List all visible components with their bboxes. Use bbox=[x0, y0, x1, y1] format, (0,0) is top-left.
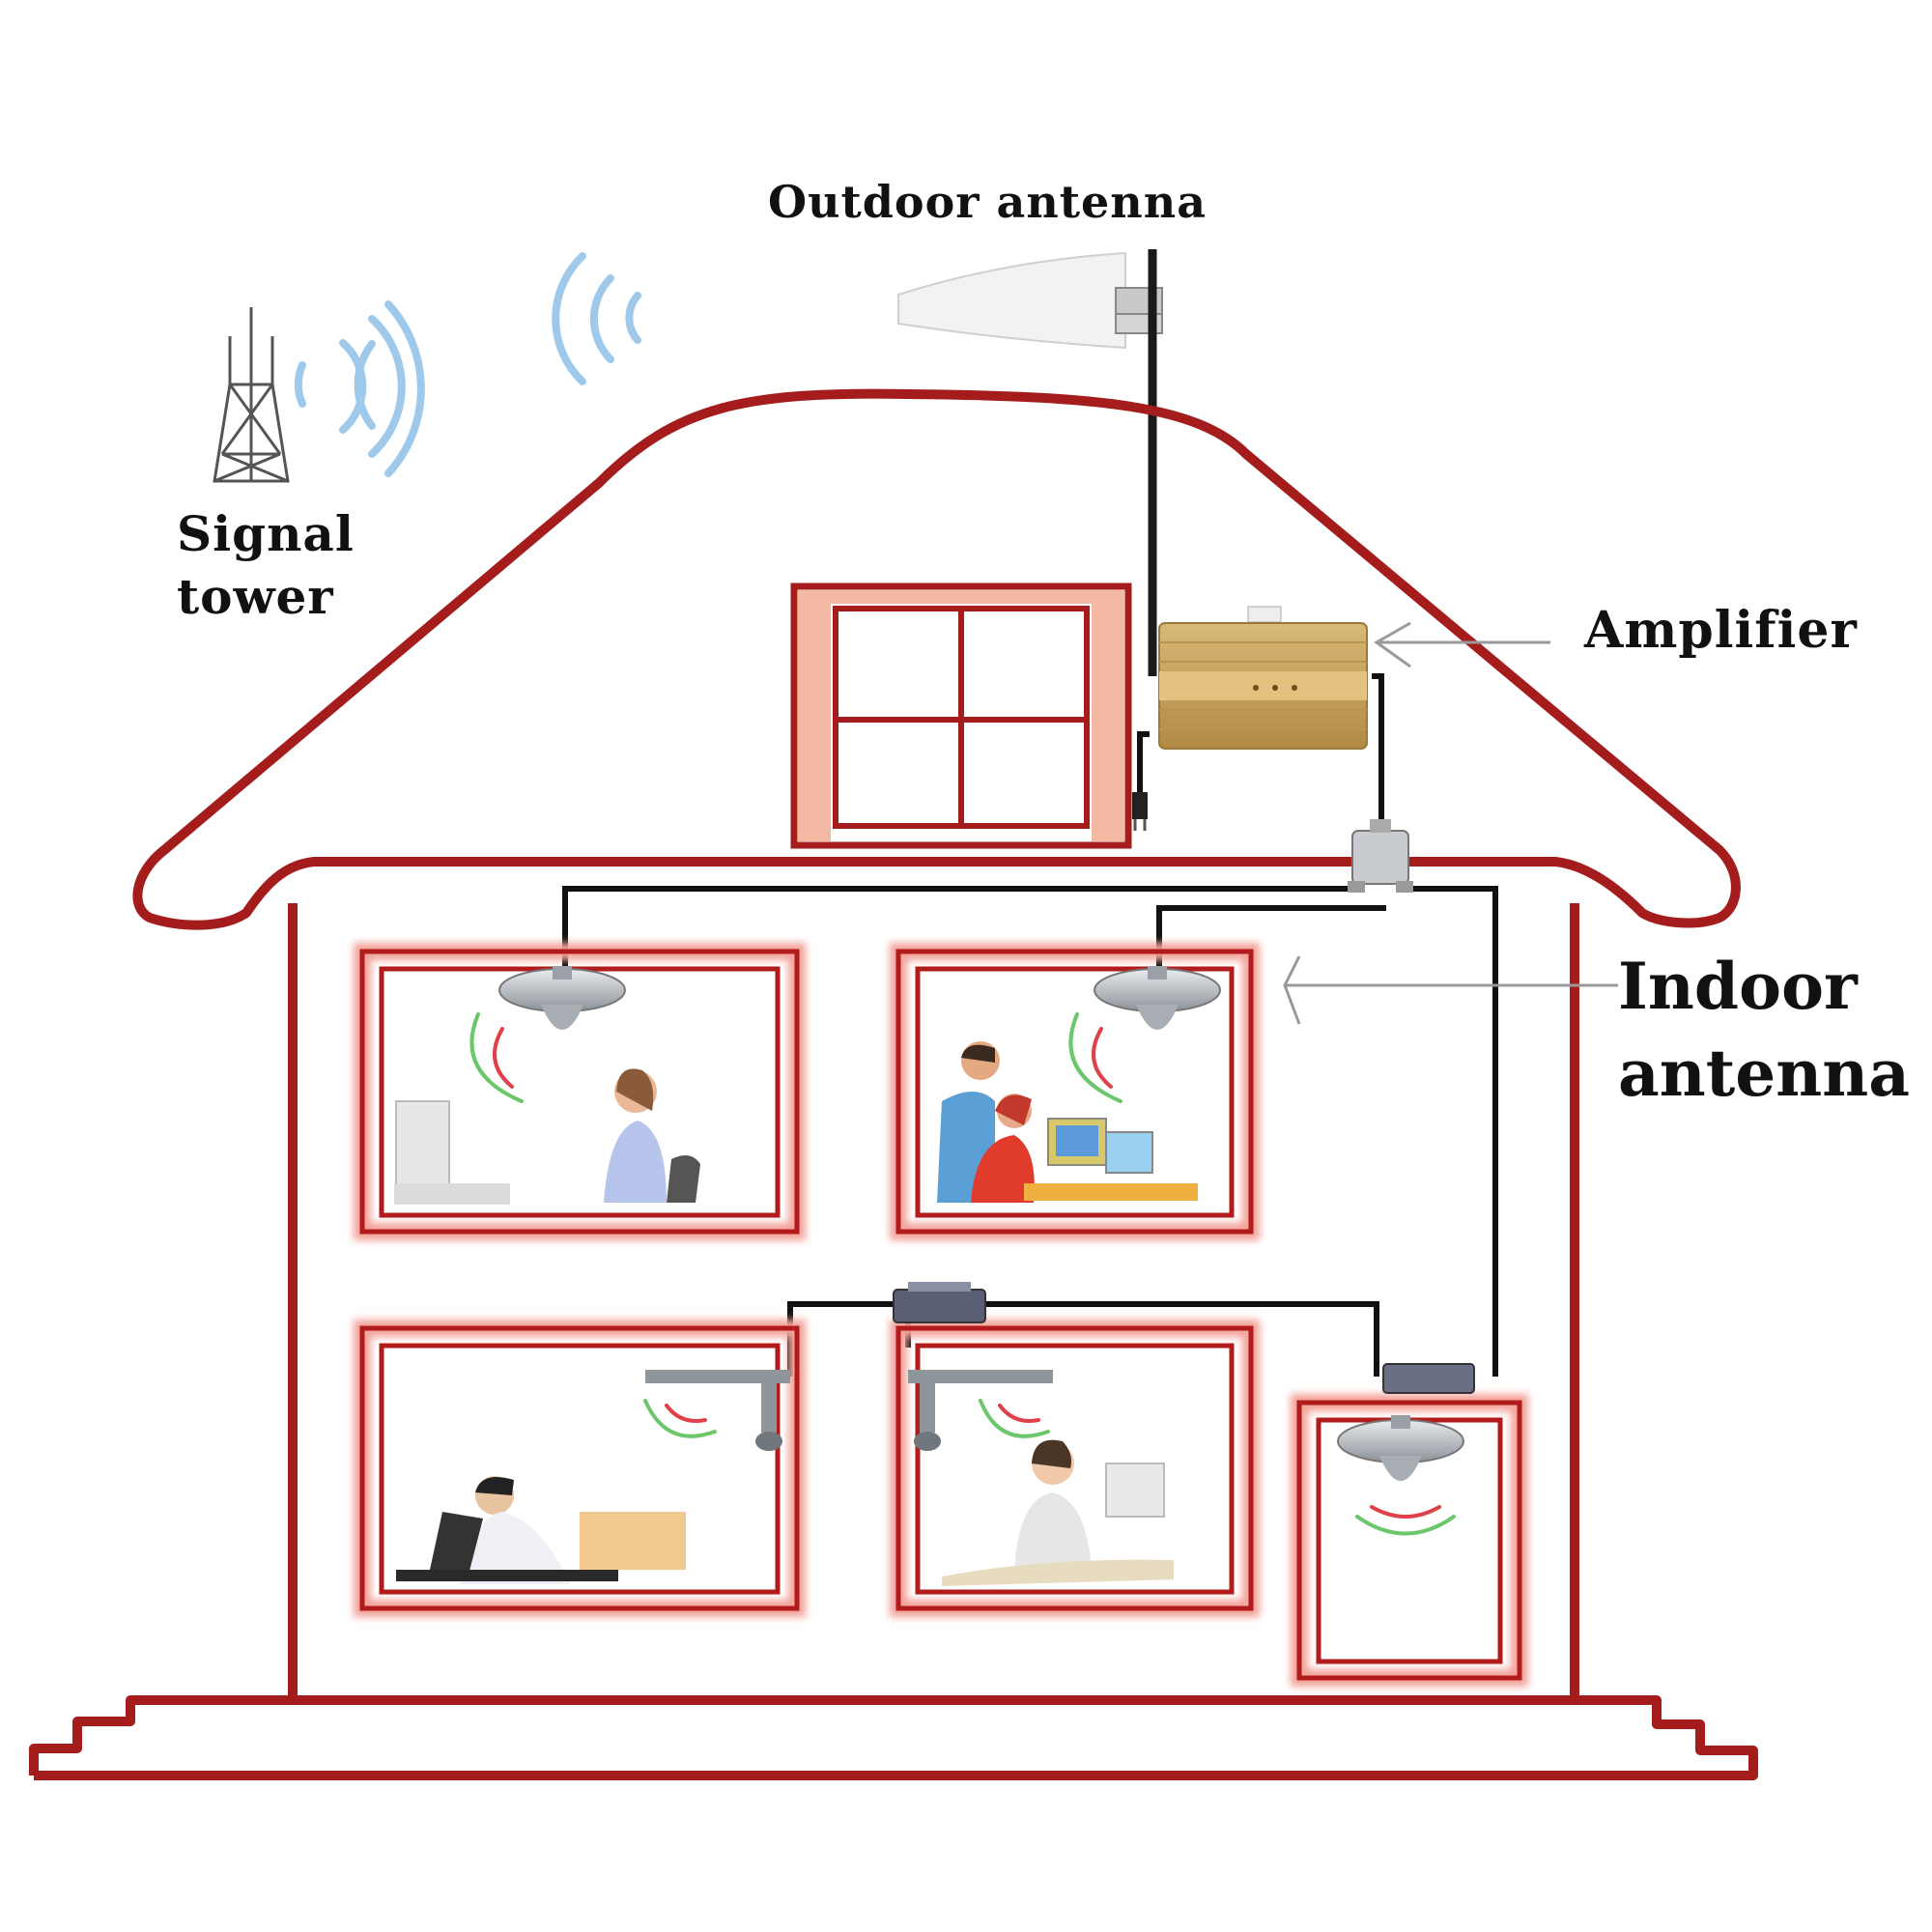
room-bottom-right bbox=[1291, 1394, 1528, 1687]
coax-cables bbox=[562, 673, 1498, 1377]
indoor-signal-waves-icon bbox=[469, 1012, 1456, 1536]
room-bottom-middle bbox=[890, 1320, 1260, 1617]
indoor-antenna-label-line1: Indoor bbox=[1618, 949, 1858, 1024]
signal-tower-icon bbox=[213, 307, 290, 483]
indoor-antenna-label-line2: antenna bbox=[1618, 1036, 1910, 1111]
tower-signal-waves-icon bbox=[294, 300, 425, 477]
house-outline bbox=[29, 388, 1758, 1780]
line-splitter-icon bbox=[1382, 1363, 1475, 1394]
power-splitter-icon bbox=[1348, 819, 1413, 893]
line-splitter-icon bbox=[893, 1282, 986, 1323]
signal-tower-label-line1: Signal bbox=[177, 505, 355, 562]
signal-tower-label-line2: tower bbox=[177, 568, 334, 625]
call-center-agent-figure bbox=[942, 1439, 1174, 1586]
team-at-computer-figure bbox=[937, 1041, 1198, 1203]
power-plug-icon bbox=[1132, 792, 1148, 831]
man-with-laptop-figure bbox=[396, 1476, 686, 1584]
amplifier-label: Amplifier bbox=[1584, 601, 1858, 660]
ceiling-antenna-icon bbox=[1094, 966, 1221, 1030]
outdoor-antenna-label: Outdoor antenna bbox=[768, 176, 1207, 228]
antenna-signal-waves-icon bbox=[552, 252, 641, 385]
indoor-antenna-pointer-arrow-icon bbox=[1283, 955, 1618, 1025]
room-top-right bbox=[890, 943, 1260, 1240]
office-worker-figure bbox=[394, 1068, 700, 1205]
panel-antenna-icon bbox=[908, 1370, 1053, 1451]
amplifier-pointer-arrow-icon bbox=[1374, 621, 1550, 668]
rooms bbox=[354, 943, 1528, 1687]
ceiling-antenna-icon bbox=[498, 966, 626, 1030]
panel-antenna-icon bbox=[645, 1370, 790, 1451]
room-bottom-left bbox=[354, 1320, 806, 1617]
attic-window bbox=[790, 582, 1132, 849]
ceiling-antenna-icon bbox=[1337, 1415, 1464, 1481]
amplifier-icon bbox=[1158, 606, 1368, 750]
outdoor-antenna-icon bbox=[897, 251, 1163, 350]
